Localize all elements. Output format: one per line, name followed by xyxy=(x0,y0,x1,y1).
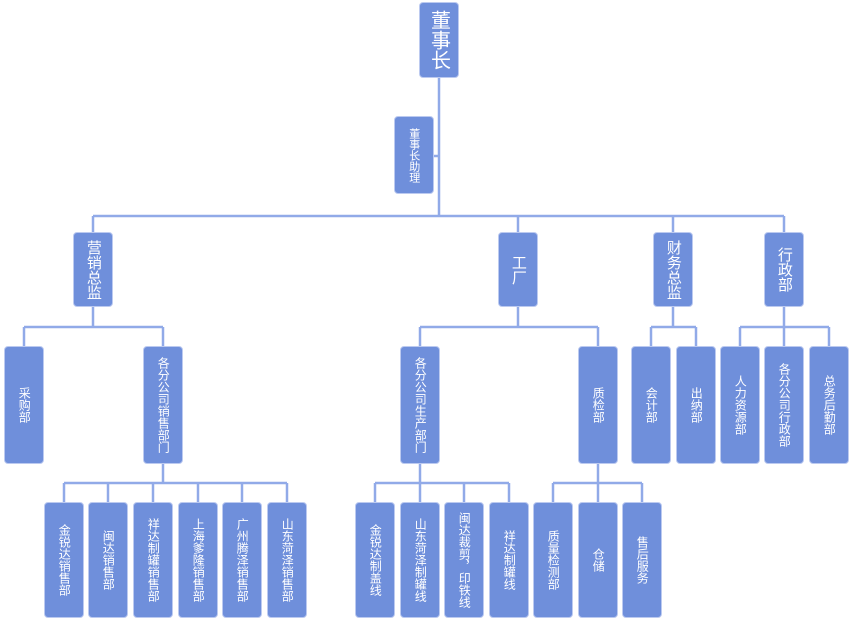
quality-unit-box: 质量检测部 xyxy=(533,502,573,618)
sales-branch-box: 上海爹隆销售部 xyxy=(178,502,218,618)
production-line-box: 金锐达制盖线 xyxy=(355,502,395,618)
purchasing-box: 采购部 xyxy=(4,346,44,464)
quality-inspection-box: 质检部 xyxy=(578,346,618,464)
finance-director-box: 财务总监 xyxy=(653,232,693,307)
branch-admin-box: 各分公司行政部 xyxy=(764,346,804,464)
sales-branch-box: 金锐达销售部 xyxy=(44,502,84,618)
production-line-box: 闽达裁剪，印铁线 xyxy=(444,502,484,618)
sales-branch-box: 广州腾泽销售部 xyxy=(222,502,262,618)
marketing-director-box: 营销总监 xyxy=(73,232,113,307)
branch-sales-box: 各分公司销售部门 xyxy=(143,346,183,464)
chairman-box: 董事长 xyxy=(419,2,459,78)
production-line-box: 祥达制罐线 xyxy=(489,502,529,618)
cashier-box: 出纳部 xyxy=(676,346,716,464)
branch-production-box: 各分公司生产部门 xyxy=(400,346,440,464)
assistant-box: 董事长助理 xyxy=(394,116,434,194)
sales-branch-box: 闽达销售部 xyxy=(88,502,128,618)
factory-box: 工厂 xyxy=(498,232,538,307)
hr-box: 人力资源部 xyxy=(720,346,760,464)
quality-unit-box: 仓储 xyxy=(578,502,618,618)
sales-branch-box: 祥达制罐销售部 xyxy=(133,502,173,618)
general-affairs-box: 总务后勤部 xyxy=(809,346,849,464)
quality-unit-box: 售后服务 xyxy=(622,502,662,618)
sales-branch-box: 山东菏泽销售部 xyxy=(267,502,307,618)
accounting-box: 会计部 xyxy=(631,346,671,464)
production-line-box: 山东菏泽制罐线 xyxy=(400,502,440,618)
admin-department-box: 行政部 xyxy=(764,232,804,307)
